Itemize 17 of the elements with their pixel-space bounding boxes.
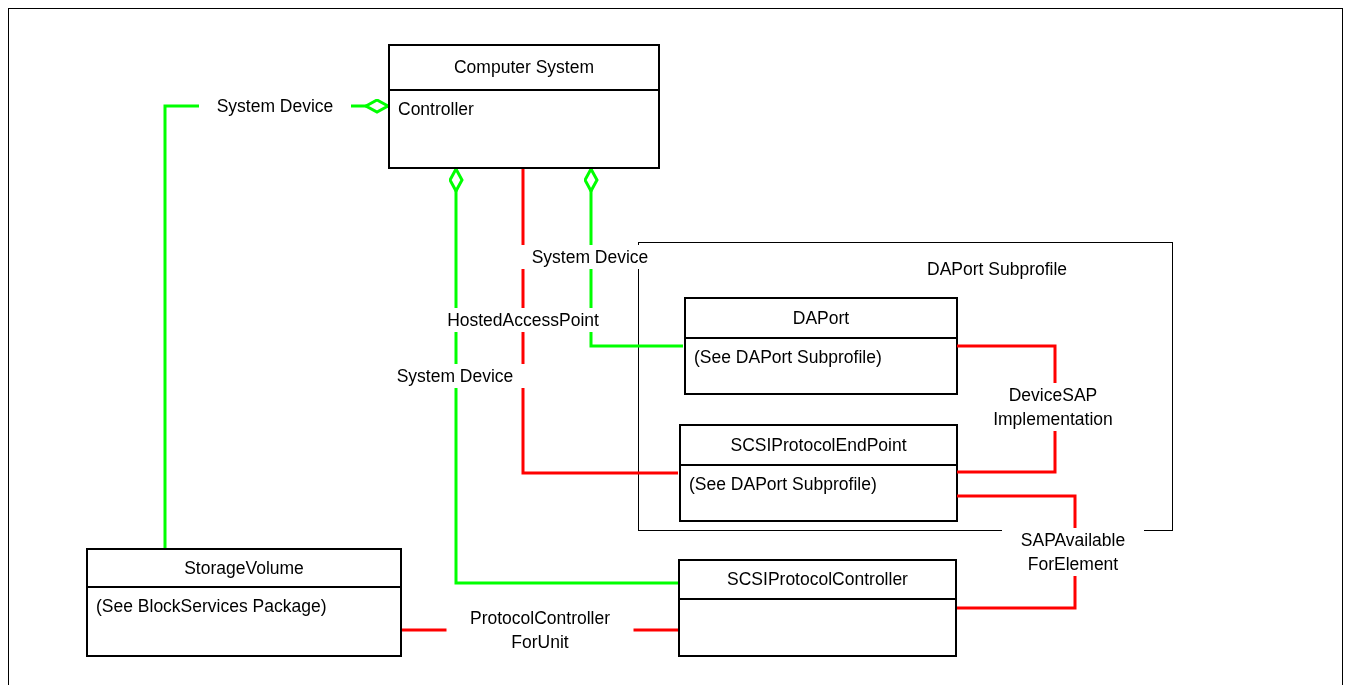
- edge-label: SAPAvailable ForElement: [1002, 528, 1144, 576]
- frame-title: DAPort Subprofile: [927, 259, 1068, 280]
- class-box: [86, 548, 402, 657]
- class-name: DAPort: [686, 299, 956, 339]
- class-box: [679, 424, 958, 522]
- aggregation-connector: [448, 167, 678, 585]
- class-attribute: Controller: [397, 98, 475, 120]
- class-attribute: (See DAPort Subprofile): [693, 346, 883, 368]
- class-attribute: (See BlockServices Package): [95, 595, 328, 617]
- class-box: [678, 559, 957, 657]
- class-name: SCSIProtocolEndPoint: [681, 426, 956, 466]
- class-name: StorageVolume: [88, 550, 400, 588]
- class-name: SCSIProtocolController: [680, 561, 955, 600]
- class-name: Computer System: [390, 46, 658, 91]
- class-attribute: (See DAPort Subprofile): [688, 473, 878, 495]
- class-box: [684, 297, 958, 395]
- class-box: [388, 44, 660, 169]
